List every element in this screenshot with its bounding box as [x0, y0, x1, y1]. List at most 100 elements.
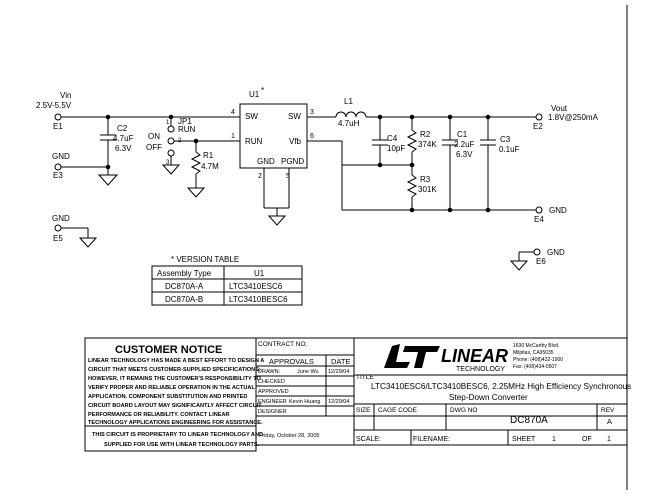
vin-range: 2.5V-5.5V: [36, 101, 72, 110]
drawn-date: 12/29/04: [328, 369, 349, 375]
rev-value: A: [607, 417, 612, 426]
gnd-e6-pin: E6: [536, 257, 546, 266]
logo-linear-text: LINEAR: [441, 346, 508, 366]
title-line-1: LTC3410ESC6/LTC3410BESC6, 2.25MHz High E…: [371, 382, 631, 391]
r2-resistor: R2 374K: [406, 114, 437, 175]
notice-title: CUSTOMER NOTICE: [115, 344, 222, 356]
address-line: 1630 McCarthy Blvd.: [513, 343, 559, 349]
engineer-date: 12/29/04: [328, 399, 349, 405]
vout-label: Vout: [551, 104, 568, 113]
version-row-assembly: DC870A-B: [165, 295, 203, 304]
u1-ic: U1 * SW RUN SW Vfb GND PGND 4 1 3 6 2 5: [230, 86, 314, 226]
of-label: OF: [582, 436, 592, 443]
c1-value: 2.2uF: [454, 140, 475, 149]
r1-ref: R1: [203, 151, 214, 160]
version-row-u1: LTC3410BESC6: [229, 295, 288, 304]
r2-value: 374K: [418, 140, 437, 149]
r1-resistor: R1 4.7M: [186, 138, 219, 198]
dwg-no-label: DWG NO: [450, 407, 477, 414]
notice-footer-line: SUPPLIED FOR USE WITH LINEAR TECHNOLOGY …: [104, 442, 260, 448]
rev-label: REV: [601, 407, 615, 414]
linear-logo: LINEAR TECHNOLOGY: [384, 344, 508, 373]
engineer-label: ENGINEER: [258, 399, 287, 405]
u1-asterisk: *: [261, 86, 264, 95]
l1-value: 4.7uH: [338, 119, 360, 128]
vin-pin: E1: [53, 122, 63, 131]
jp1-pin2: 2: [178, 138, 182, 144]
r1-value: 4.7M: [201, 162, 219, 171]
notice-line: LINEAR TECHNOLOGY HAS MADE A BEST EFFORT…: [88, 358, 264, 364]
sheet-label: SHEET: [512, 436, 536, 443]
c4-ref: C4: [387, 134, 398, 143]
gnd-e4-terminal: GND E4: [534, 206, 567, 224]
version-header-assembly: Assembly Type: [157, 269, 212, 278]
cage-code-label: CAGE CODE: [378, 407, 418, 414]
u1-ref: U1: [249, 90, 260, 99]
jp1-pin1: 1: [166, 120, 170, 126]
jp1-jumper: JP1 RUN ON OFF 1 2 3: [146, 117, 230, 175]
address-line: Phone: (408)432-1900: [513, 357, 563, 363]
jp1-run-label: RUN: [178, 125, 196, 134]
jp1-on-label: ON: [148, 132, 160, 141]
gnd-e5-terminal: GND E5: [52, 214, 98, 248]
u1-pin-run: RUN: [245, 137, 263, 146]
c1-ref: C1: [457, 130, 468, 139]
print-date: Friday, October 28, 2005: [259, 433, 319, 439]
c1-capacitor: C1 2.2uF 6.3V: [442, 114, 475, 213]
size-label: SIZE: [356, 407, 371, 414]
version-header-u1: U1: [254, 269, 265, 278]
jp1-off-label: OFF: [146, 143, 162, 152]
r3-value: 301K: [418, 185, 437, 194]
l1-ref: L1: [344, 97, 353, 106]
gnd-e3-pin: E3: [53, 171, 63, 180]
drawn-name: June Wu: [297, 369, 319, 375]
title-label: TITLE: [356, 374, 374, 381]
l1-inductor: L1 4.7uH: [335, 97, 367, 128]
c2-value: 4.7uF: [113, 134, 134, 143]
gnd-e4-label: GND: [549, 206, 567, 215]
filename-label: FILENAME:: [413, 436, 450, 443]
gnd-e3-terminal: GND E3: [52, 152, 70, 180]
notice-line: CIRCUIT THAT MEETS CUSTOMER-SUPPLIED SPE…: [88, 367, 261, 373]
title-line-2: Step-Down Converter: [449, 393, 528, 402]
vout-value: 1.8V@250mA: [548, 113, 599, 122]
c1-voltage: 6.3V: [456, 150, 473, 159]
u1-num6: 6: [310, 133, 314, 140]
r2-ref: R2: [420, 130, 431, 139]
u1-num2: 2: [258, 173, 262, 180]
drawn-label: DRAWN:: [258, 369, 281, 375]
gnd-e5-label: GND: [52, 214, 70, 223]
notice-line: PERFORMANCE OR RELIABILITY. CONTACT LINE…: [88, 412, 230, 418]
address-line: Fax: (408)434-0507: [513, 364, 557, 370]
scale-label: SCALE:: [356, 436, 381, 443]
approvals-label: APPROVALS: [269, 357, 314, 366]
notice-line: APPLICATION. COMPONENT SUBSTITUTION AND …: [88, 394, 247, 400]
of-value: 1: [607, 436, 611, 443]
c3-capacitor: C3 0.1uF: [480, 114, 520, 213]
vout-pin: E2: [533, 122, 543, 131]
c3-ref: C3: [500, 135, 511, 144]
c4-value: 10pF: [387, 144, 405, 153]
r3-resistor: R3 301K: [406, 174, 437, 213]
address-line: Milpitas, CA95035: [513, 350, 554, 356]
c2-voltage: 6.3V: [115, 144, 132, 153]
notice-footer-line: THIS CIRCUIT IS PROPRIETARY TO LINEAR TE…: [92, 432, 263, 438]
version-table-title: * VERSION TABLE: [171, 255, 239, 264]
checked-label: CHECKED: [258, 379, 285, 385]
gnd-e6-label: GND: [547, 248, 565, 257]
approved-label: APPROVED: [258, 389, 289, 395]
u1-pin-pgnd: PGND: [281, 157, 304, 166]
gnd-e4-pin: E4: [534, 215, 544, 224]
notice-line: CIRCUIT BOARD LAYOUT MAY SIGNIFICANTLY A…: [88, 403, 262, 409]
vout-terminal: Vout 1.8V@250mA E2: [533, 104, 599, 131]
u1-pin-vfb: Vfb: [289, 137, 302, 146]
sheet-value: 1: [552, 436, 556, 443]
c2-ref: C2: [117, 124, 128, 133]
jp1-ref: JP1: [178, 117, 192, 126]
dwg-no-value: DC870A: [510, 415, 548, 426]
version-table: Assembly Type U1 DC870A-A LTC3410ESC6 DC…: [151, 265, 303, 306]
vin-terminal: Vin 2.5V-5.5V E1: [36, 91, 72, 131]
logo-technology-text: TECHNOLOGY: [456, 366, 505, 373]
designer-label: DESIGNER: [258, 409, 287, 415]
